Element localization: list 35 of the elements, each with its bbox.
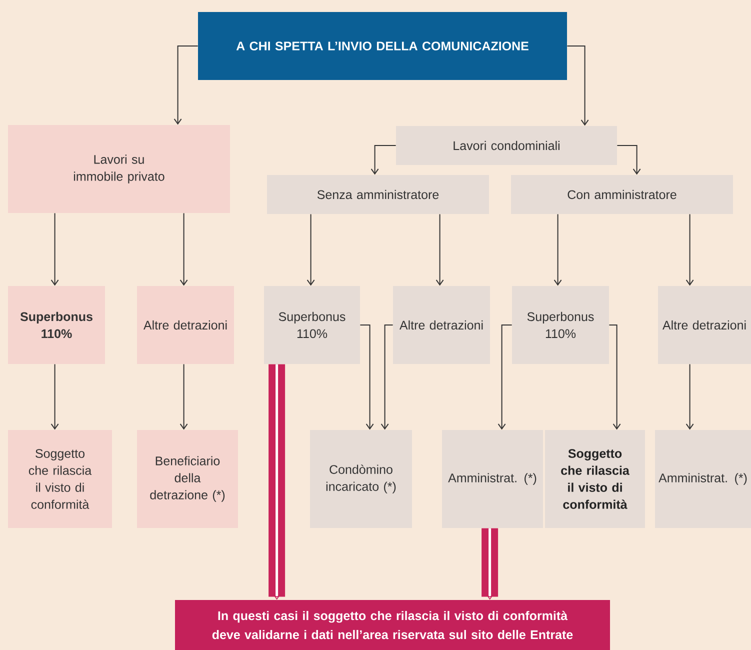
arrow	[436, 214, 444, 286]
category-box: Con amministratore	[511, 175, 733, 214]
arrow	[50, 364, 59, 430]
result-box: Beneficiario della detrazione (*)	[137, 430, 238, 528]
bonus-box: Superbonus 110%	[512, 286, 609, 364]
arrow	[180, 212, 188, 286]
arrow	[554, 214, 562, 286]
bonus-box: Altre detrazioni	[658, 286, 751, 364]
result-box: Condòmino incaricato (*)	[310, 430, 412, 528]
arrow	[180, 364, 188, 430]
arrow	[616, 145, 641, 175]
arrow	[174, 46, 198, 125]
heading-box: A CHI SPETTA L’INVIO DELLA COMUNICAZIONE	[198, 12, 567, 80]
category-box: Lavori condominiali	[396, 126, 617, 165]
result-box: Soggetto che rilascia il visto di conformità	[8, 430, 112, 528]
category-box: Senza amministratore	[267, 175, 489, 214]
arrow	[306, 214, 315, 286]
bonus-box: Superbonus 110%	[264, 286, 360, 364]
arrow	[608, 324, 621, 430]
arrow	[686, 364, 694, 430]
arrow	[50, 212, 59, 286]
bonus-box: Superbonus 110%	[8, 286, 105, 364]
result-box: Soggetto che rilascia il visto di conformità	[545, 430, 645, 528]
result-box: Amministrat. (*)	[655, 430, 751, 528]
note-box: In questi casi il soggetto che rilascia il visto di conformità deve validarne i dati nell’area riservata sul sito delle Entrate	[175, 600, 610, 650]
category-box: Lavori su immobile privato	[8, 125, 230, 213]
arrow	[686, 214, 694, 286]
arrow	[360, 324, 374, 430]
arrow	[380, 324, 394, 430]
arrow	[370, 145, 396, 175]
bonus-box: Altre detrazioni	[137, 286, 234, 364]
arrow	[498, 324, 512, 430]
bonus-box: Altre detrazioni	[393, 286, 490, 364]
result-box: Amministrat. (*)	[442, 430, 543, 528]
arrow	[566, 46, 589, 126]
